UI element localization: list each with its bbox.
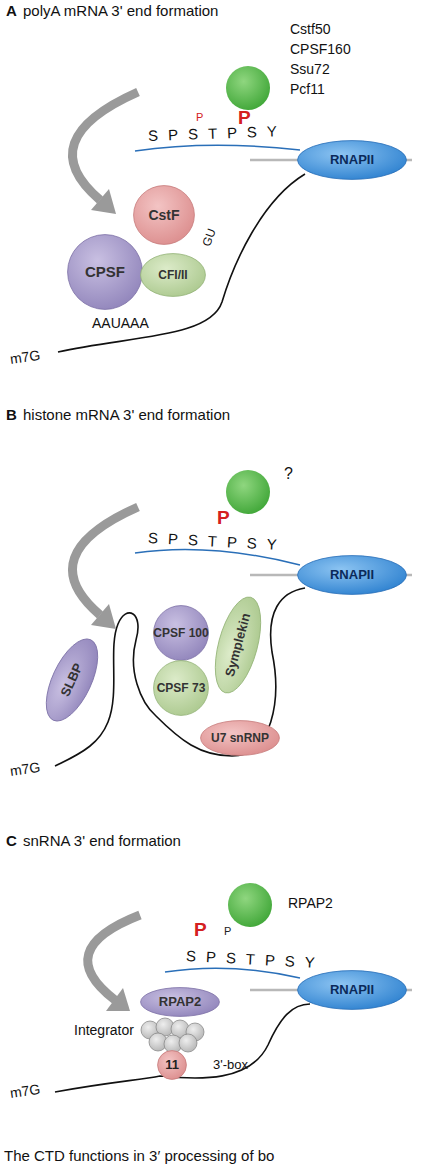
protein-ellipse: CFI/II — [140, 253, 206, 297]
ctd-line — [135, 145, 300, 151]
node-label: CPSF 73 — [157, 682, 206, 695]
node-label: 11 — [165, 1058, 179, 1072]
arrow-head — [106, 988, 130, 1011]
node-label: CstF — [148, 208, 179, 223]
factor-name: Cstf50 — [290, 22, 330, 36]
panel-letter: A — [6, 3, 17, 18]
node-label: RNAPII — [330, 983, 374, 997]
rna-line — [55, 1004, 310, 1092]
panel-title: polyA mRNA 3' end formation — [23, 3, 218, 18]
unknown-factor: ? — [284, 466, 293, 482]
figure-caption: The CTD functions in 3′ processing of bo — [4, 1148, 274, 1163]
arrow-head — [91, 189, 116, 214]
ctd-sequence: S P S T P S Y — [148, 530, 280, 552]
node-label: U7 snRNP — [211, 732, 269, 745]
ellipse-shape — [141, 988, 220, 1017]
cap-label: m7G — [9, 760, 41, 778]
integrator-cluster — [141, 1018, 204, 1053]
ellipse-shape — [36, 632, 109, 729]
node-label: CPSF — [85, 264, 125, 280]
ellipse-shape — [154, 606, 209, 661]
protein-ellipse: RNAPII — [297, 555, 407, 595]
protein-ellipse: CPSF — [67, 234, 143, 310]
protein-ellipse: Symplekin — [206, 592, 271, 699]
node-label: CFI/II — [158, 269, 187, 282]
phospho-mark: P — [238, 108, 251, 127]
node-label: RNAPII — [330, 568, 374, 582]
phospho-mark: P — [217, 508, 230, 527]
node-label: RNAPII — [330, 153, 374, 167]
ellipse-shape — [206, 592, 269, 697]
sequence-element: 3'-box — [213, 1058, 248, 1071]
panel-letter: C — [6, 833, 17, 848]
sequence-element: AAUAAA — [92, 316, 149, 330]
complex-name: Integrator — [74, 1023, 134, 1037]
ellipse-shape — [158, 1051, 187, 1080]
protein-ellipse: CPSF 73 — [153, 660, 209, 716]
cap-label: m7G — [9, 1082, 41, 1100]
panel-title: snRNA 3' end formation — [23, 833, 181, 848]
panel-letter: B — [6, 407, 17, 422]
ellipse-shape — [134, 186, 195, 245]
sequence-element: GU — [200, 227, 217, 248]
curved-arrow — [72, 92, 138, 200]
ctd-sequence: S P S T P S Y — [186, 948, 318, 970]
protein-ellipse: CstF — [133, 185, 195, 245]
ellipse-shape — [154, 661, 209, 716]
protein-ellipse: RNAPII — [297, 970, 407, 1010]
node-label: RPAP2 — [159, 995, 201, 1009]
phosphatase-circle — [228, 883, 272, 927]
integrator-subunit — [179, 1034, 197, 1052]
phospho-mark: P — [194, 920, 207, 939]
protein-ellipse: CPSF 100 — [153, 605, 209, 661]
protein-ellipse: RNAPII — [297, 140, 407, 180]
cap-label: m7G — [9, 348, 41, 366]
ellipse-shape — [68, 235, 143, 310]
ellipse-shape — [201, 721, 280, 756]
node-label: CPSF 100 — [153, 627, 208, 640]
protein-ellipse: 11 — [157, 1050, 187, 1080]
factor-name: Ssu72 — [290, 62, 330, 76]
ellipse-shape — [298, 971, 407, 1010]
factor-name: CPSF160 — [290, 42, 351, 56]
ctd-line — [135, 549, 300, 565]
ellipse-shape — [141, 254, 206, 297]
phospho-mark: P — [196, 112, 203, 123]
ellipse-shape — [298, 141, 407, 180]
factor-name: Pcf11 — [290, 82, 325, 96]
kinase-circle — [226, 66, 270, 110]
ctd-sequence: S P S T P S Y — [148, 123, 280, 143]
curved-arrow — [88, 915, 140, 1000]
arrow-head — [91, 604, 116, 629]
phospho-mark: P — [224, 926, 231, 937]
protein-ellipse: SLBP — [35, 631, 109, 729]
protein-ellipse: RPAP2 — [140, 987, 220, 1017]
ellipse-shape — [298, 556, 407, 595]
ctd-line — [165, 968, 300, 978]
panel-title: histone mRNA 3' end formation — [23, 407, 230, 422]
protein-ellipse: U7 snRNP — [200, 720, 280, 756]
kinase-circle — [226, 470, 270, 514]
factor-name: RPAP2 — [288, 896, 333, 910]
curved-arrow — [72, 507, 138, 615]
